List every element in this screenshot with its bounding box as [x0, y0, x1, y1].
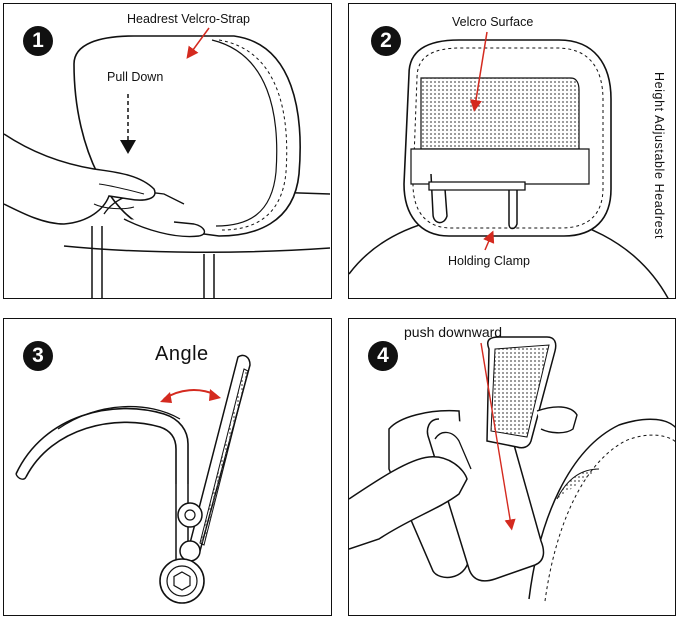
hand-icon — [4, 133, 156, 225]
step-badge: 1 — [23, 26, 53, 56]
angle-label: Angle — [155, 343, 209, 365]
double-arrow-icon — [160, 389, 221, 403]
step-4-panel: 4 push downward — [348, 318, 676, 616]
pull-down-label: Pull Down — [107, 70, 164, 84]
height-adjustable-label: Height Adjustable Headrest — [652, 72, 666, 240]
step-1-panel: 1 Headrest Velcro-Strap Pull Down — [3, 3, 332, 299]
step-3-panel: 3 Angle — [3, 318, 332, 616]
mount-arm-icon — [15, 405, 189, 564]
holding-clamp-label: Holding Clamp — [448, 254, 530, 268]
angle-adjust-illustration — [15, 354, 251, 604]
hand-icon — [349, 406, 578, 550]
headrest-icon — [73, 35, 301, 237]
tablet-mount-illustration — [349, 336, 675, 602]
velcro-headrest-illustration — [349, 31, 669, 298]
step-badge: 4 — [368, 341, 398, 371]
headrest-strap-illustration — [4, 27, 331, 298]
pivot-nut-icon — [159, 558, 205, 604]
step-badge: 2 — [371, 26, 401, 56]
step-2-panel: 2 Velcro Surface Holding Clamp Height Ad… — [348, 3, 676, 299]
velcro-pad-icon — [410, 77, 590, 185]
push-downward-label: push downward — [404, 324, 503, 340]
clamp-icon — [428, 173, 526, 230]
tablet-icon — [426, 336, 557, 582]
down-arrow-icon — [120, 94, 136, 154]
step-badge: 3 — [23, 341, 53, 371]
strap-label: Headrest Velcro-Strap — [127, 12, 250, 26]
seat-icon — [528, 418, 675, 602]
velcro-surface-label: Velcro Surface — [452, 15, 534, 29]
